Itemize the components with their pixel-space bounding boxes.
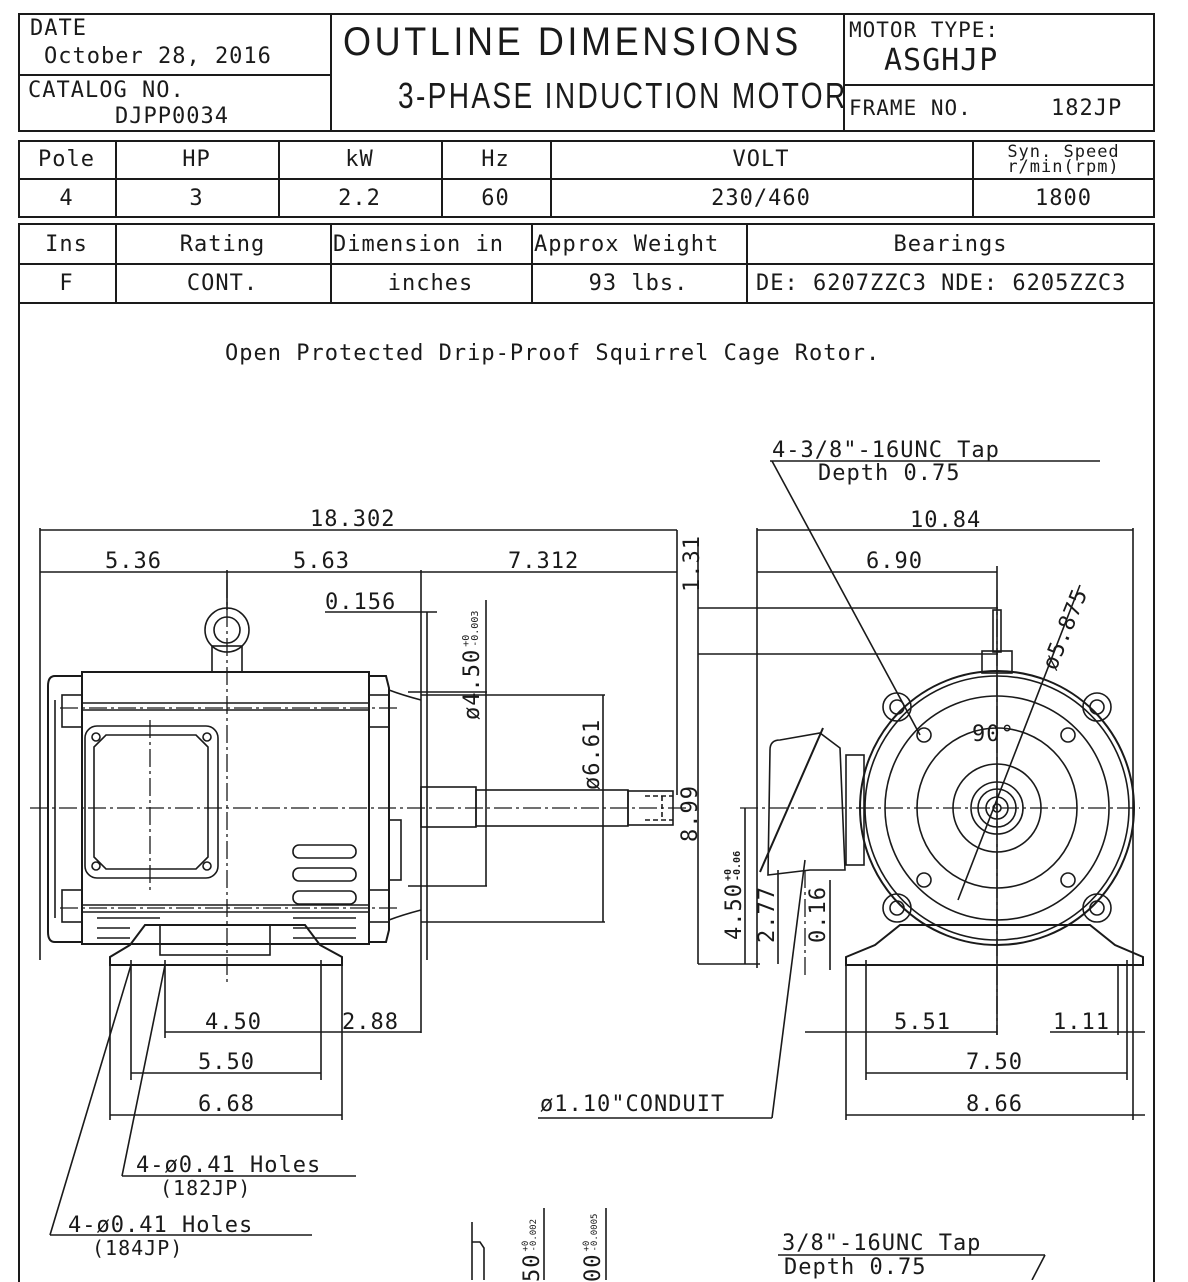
dim-foot-6-68: 6.68 <box>198 1094 255 1116</box>
dim-width-center: 6.90 <box>866 551 923 573</box>
dim-shaft-b: 00+0-0.0005 <box>583 1214 605 1282</box>
dim-angle: 90° <box>972 724 1015 746</box>
shaft-a-value: 50 <box>520 1254 545 1282</box>
dim-7-312: 7.312 <box>508 551 579 573</box>
shaft-b-tol-lower: -0.0005 <box>591 1214 599 1252</box>
dim-width-total: 10.84 <box>910 510 981 532</box>
shaft-height-value: 4.50 <box>722 883 747 940</box>
dim-foot-2-88: 2.88 <box>342 1012 399 1034</box>
tap-depth: Depth 0.75 <box>818 463 960 485</box>
shaft-a-tol-lower: -0.002 <box>530 1219 538 1252</box>
end-view <box>538 461 1145 1280</box>
dim-shaft-height: 4.50+0-0.06 <box>724 851 746 940</box>
dim-foot-7-50: 7.50 <box>966 1052 1023 1074</box>
dim-foot-5-50: 5.50 <box>198 1052 255 1074</box>
pilot-tol-lower: -0.003 <box>471 611 480 647</box>
pilot-dia-value: ø4.50 <box>460 649 485 720</box>
holes-184-note: 4-ø0.41 Holes <box>68 1215 253 1237</box>
holes-182-note: 4-ø0.41 Holes <box>136 1155 321 1177</box>
tap-depth-2: Depth 0.75 <box>784 1257 926 1279</box>
dim-5-36: 5.36 <box>105 551 162 573</box>
tap-note: 4-3/8"-16UNC Tap <box>772 440 1000 462</box>
dim-bolt-circle: ø6.61 <box>582 719 604 790</box>
dim-overall-length: 18.302 <box>310 509 395 531</box>
dim-shaft-a: 50+0-0.002 <box>522 1219 544 1282</box>
dim-foot-8-66: 8.66 <box>966 1094 1023 1116</box>
dim-foot-1-11: 1.11 <box>1053 1012 1110 1034</box>
dim-pilot-dia: ø4.50+0-0.003 <box>462 611 484 720</box>
conduit-note: ø1.10"CONDUIT <box>540 1094 725 1116</box>
shaft-height-tol-lower: -0.06 <box>733 851 742 881</box>
holes-184-frame: (184JP) <box>92 1238 183 1258</box>
dim-box-offset: 0.16 <box>808 886 830 943</box>
dim-height-top: 1.31 <box>682 535 704 592</box>
holes-182-frame: (182JP) <box>160 1178 251 1198</box>
dim-5-63: 5.63 <box>293 551 350 573</box>
dim-box-height: 2.77 <box>757 886 779 943</box>
dim-foot-5-51: 5.51 <box>894 1012 951 1034</box>
dim-height-total: 8.99 <box>680 785 702 842</box>
dim-foot-4-50: 4.50 <box>205 1012 262 1034</box>
tap-note-2: 3/8"-16UNC Tap <box>782 1233 981 1255</box>
dim-0-156: 0.156 <box>325 592 396 614</box>
shaft-b-value: 00 <box>581 1254 606 1282</box>
